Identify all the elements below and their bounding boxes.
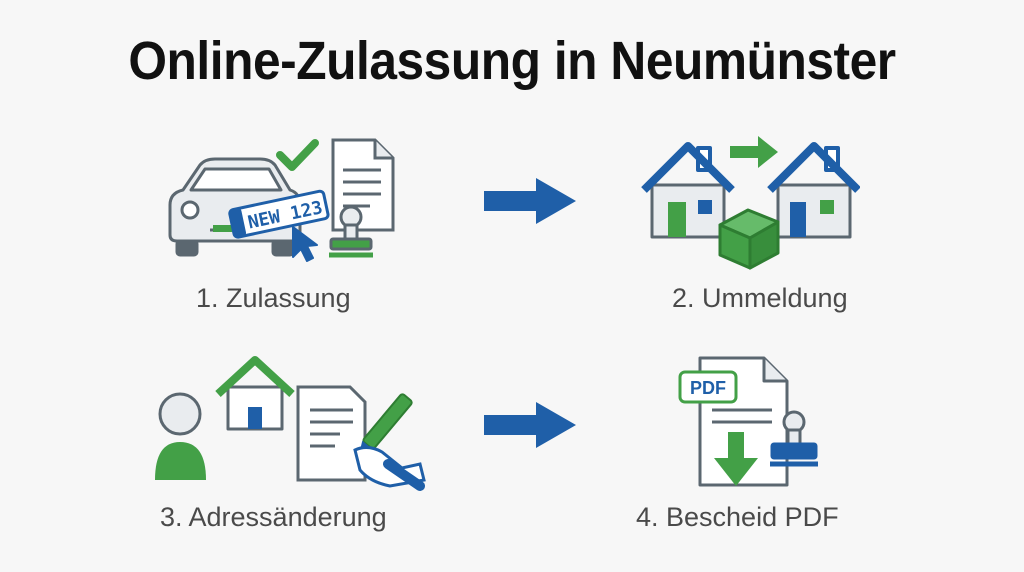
house-move-icon [641, 136, 860, 270]
pdf-document-icon: PDF [678, 356, 818, 487]
step-4-label: 4. Bescheid PDF [636, 502, 839, 532]
step-3-label: 3. Adressänderung [160, 502, 387, 532]
step-2-label: 2. Ummeldung [672, 283, 848, 313]
arrow-right-icon [484, 402, 576, 448]
step-bescheid-pdf-illustration: PDF [672, 350, 832, 495]
arrow-right-icon [484, 178, 576, 224]
step-adressaenderung-illustration [150, 352, 430, 492]
page-title: Online-Zulassung in Neumünster [128, 31, 896, 91]
car-registration-icon: NEW 123 [168, 138, 395, 262]
address-change-icon [155, 356, 426, 491]
pdf-badge-text: PDF [690, 378, 726, 398]
step-zulassung-illustration: NEW 123 [165, 135, 405, 265]
step-1-label: 1. Zulassung [196, 283, 351, 313]
step-ummeldung-illustration [640, 130, 860, 270]
